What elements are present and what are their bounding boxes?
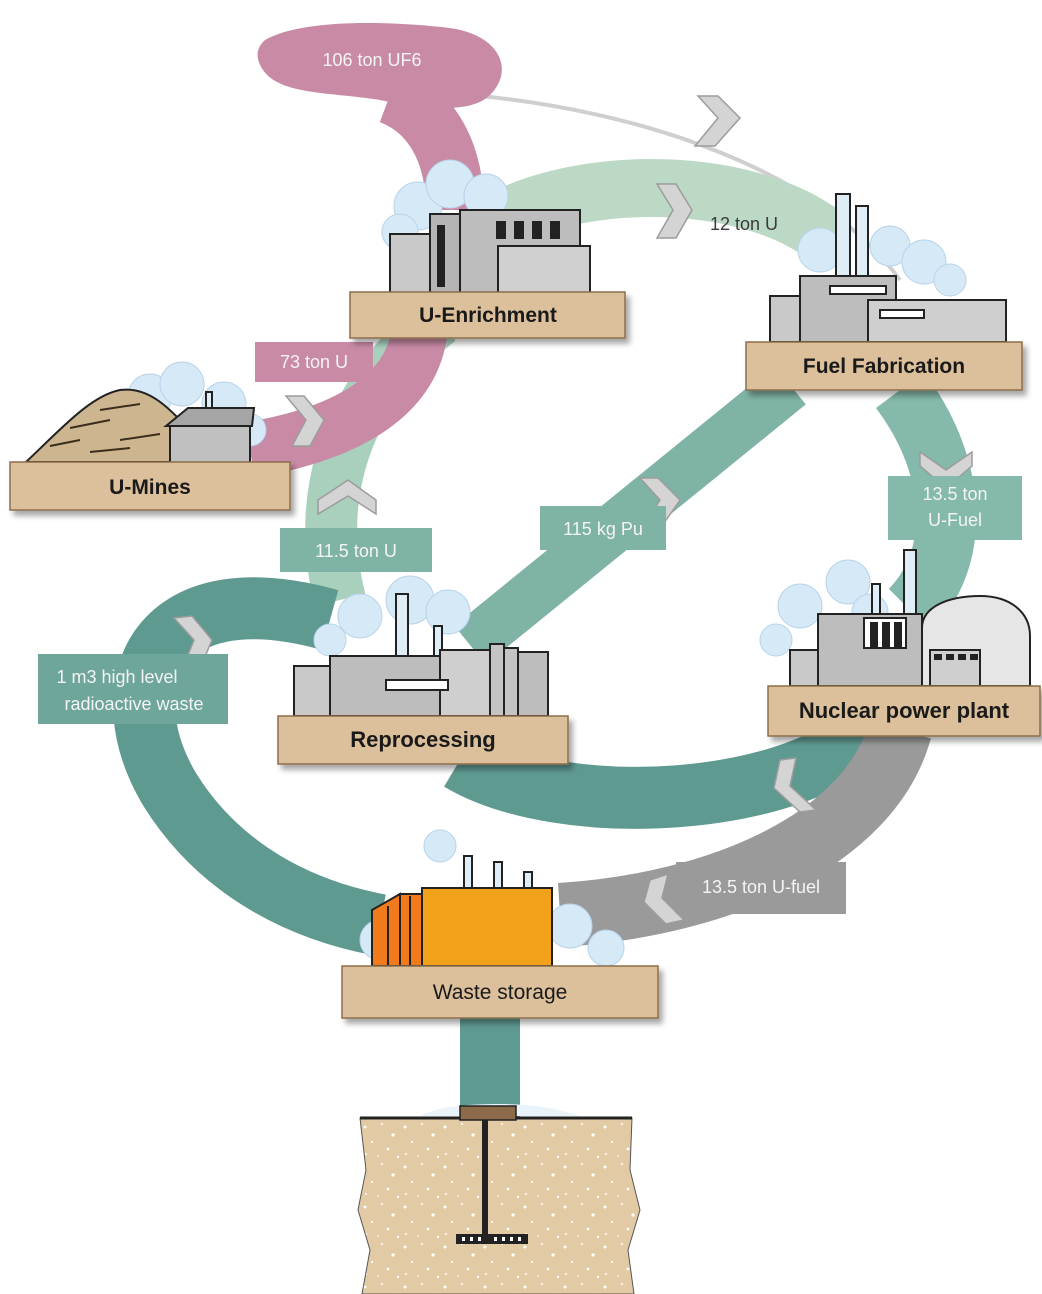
repository-tunnel	[456, 1234, 528, 1244]
mines-plate	[9, 461, 291, 511]
power-plant-plate	[767, 685, 1041, 737]
plutonium-label: 115 kg Pu	[563, 519, 643, 539]
chevron-icon	[317, 479, 377, 516]
power-plant-facility: Nuclear power plant	[759, 549, 1041, 737]
spent-fuel-to-reprocessing-band	[444, 698, 904, 829]
enrichment-label: U-Enrichment	[419, 304, 557, 327]
waste-storage-facility: Waste storage	[341, 829, 659, 1019]
hlw-label-line2: radioactive waste	[64, 694, 203, 714]
waste-storage-label: Waste storage	[433, 981, 568, 1004]
recycled-uranium-box	[280, 528, 432, 572]
hlw-box	[38, 654, 228, 724]
u-fuel-box	[888, 476, 1022, 540]
repository-entrance	[459, 1105, 517, 1121]
waste-to-repository-band	[460, 1010, 520, 1120]
storage-building-icon	[371, 887, 553, 967]
flow-labels: 106 ton UF6 12 ton U 73 ton U 13.5 ton U…	[38, 50, 1022, 914]
tunnel-slots	[462, 1237, 521, 1241]
deep-geological-repository-icon	[357, 1104, 641, 1294]
cloud-icon	[797, 225, 967, 297]
mine-building-icon	[163, 391, 256, 465]
repository-shaft	[482, 1120, 488, 1238]
ground-block	[357, 1117, 641, 1294]
factory-building-icon	[769, 275, 1007, 343]
fabrication-input-label: 12 ton U	[710, 214, 778, 234]
enrichment-facility: U-Enrichment	[349, 159, 626, 339]
spent-fuel-label: 13.5 ton U-fuel	[702, 877, 820, 897]
enrichment-plate	[349, 291, 626, 339]
spent-fuel-box	[676, 862, 846, 914]
fabrication-facility: Fuel Fabrication	[745, 193, 1023, 391]
windows	[870, 622, 978, 660]
chevron-icon	[284, 395, 325, 447]
chevron-icon	[919, 450, 973, 489]
chevron-icon	[643, 872, 686, 925]
fabrication-plate	[745, 341, 1023, 391]
chimney-icon	[835, 193, 869, 295]
mines-label: U-Mines	[109, 476, 191, 499]
power-plant-label: Nuclear power plant	[799, 698, 1010, 723]
hlw-to-waste-band	[113, 577, 387, 956]
reprocessing-label: Reprocessing	[350, 727, 496, 752]
mined-uranium-label: 73 ton U	[280, 352, 348, 372]
hlw-label-line1: 1 m3 high level	[56, 667, 177, 687]
u-fuel-label-line1: 13.5 ton	[922, 484, 987, 504]
chevron-icon	[773, 757, 818, 813]
reprocessing-facility: Reprocessing	[277, 575, 569, 765]
waste-storage-plate	[341, 965, 659, 1019]
ore-texture	[49, 403, 161, 453]
mines-facility: U-Mines	[9, 361, 291, 511]
u-fuel-label-line2: U-Fuel	[928, 510, 982, 530]
uf6-label: 106 ton UF6	[322, 50, 421, 70]
chevron-icon	[693, 95, 742, 147]
chevron-icon	[655, 183, 693, 239]
reprocessing-plate	[277, 715, 569, 765]
mined-uranium-band	[245, 318, 448, 478]
plutonium-box	[540, 506, 666, 550]
fabrication-label: Fuel Fabrication	[803, 355, 965, 378]
factory-building-icon	[389, 209, 591, 295]
recycled-uranium-label: 11.5 ton U	[315, 541, 397, 561]
spent-fuel-to-waste-band	[557, 720, 931, 947]
uf6-plume	[257, 23, 502, 109]
mined-uranium-box	[255, 342, 373, 382]
